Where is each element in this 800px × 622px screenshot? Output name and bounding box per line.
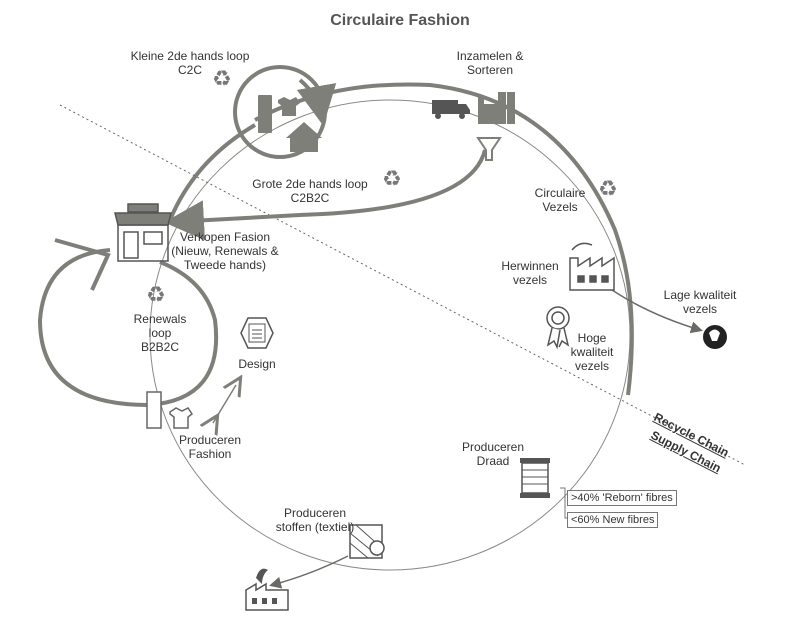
renewals-loop — [37, 248, 149, 407]
spool-icon — [520, 458, 550, 498]
c2b2c-arrow — [164, 149, 487, 241]
recycle-icon: ♻ — [598, 176, 618, 201]
chain-separator-line — [59, 104, 746, 466]
new-fibres-box: <60% New fibres — [567, 512, 659, 528]
recycle-icon: ♻ — [146, 282, 166, 307]
clothes-icon — [258, 95, 300, 133]
sell-fashion-label: Verkopen Fasion(Nieuw, Renewals &Tweede … — [171, 230, 279, 272]
recycling-factory-icon — [569, 242, 615, 291]
recycle-arc — [254, 82, 634, 396]
fashion-clothes-icon — [146, 391, 194, 429]
design-double-arrow — [213, 385, 236, 423]
funnel-icon — [476, 137, 502, 161]
low-quality-arrow — [611, 289, 703, 334]
collect-sort-label: Inzamelen &Sorteren — [456, 49, 524, 77]
fabric-roll-icon — [349, 524, 385, 559]
truck-icon — [432, 100, 470, 119]
rosette-icon — [546, 306, 570, 350]
recycle-icon: ♻ — [382, 166, 402, 191]
reborn-fibres-box: >40% 'Reborn' fibres — [567, 490, 677, 506]
house-icon — [286, 122, 322, 152]
recycle-icon: ♻ — [212, 66, 232, 91]
landfill-arrow — [269, 555, 349, 589]
diagram-title: Circulaire Fashion — [330, 12, 470, 29]
factory-icon — [478, 92, 515, 124]
low-quality-icon — [703, 325, 727, 349]
design-icon — [240, 317, 274, 349]
landfill-icon — [245, 568, 289, 611]
design-label: Design — [238, 357, 276, 371]
shop-icon — [114, 203, 172, 262]
